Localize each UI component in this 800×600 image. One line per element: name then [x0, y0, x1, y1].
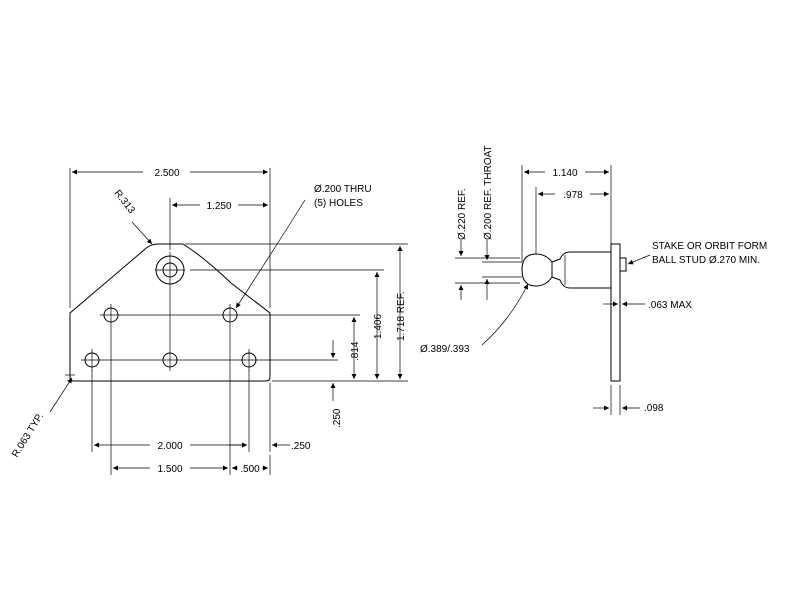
dim-hole-offset: 1.250	[206, 201, 231, 212]
side-plate	[610, 243, 621, 382]
side-extension-lines	[455, 165, 621, 415]
side-dimension-lines	[458, 169, 651, 411]
front-view: 2.500 1.250 R.313 Ø.200 THRU (5) HOLES .…	[10, 168, 408, 475]
side-view: 1.140 .978 Ø.220 REF. Ø.200 REF. THROAT …	[420, 145, 767, 415]
extension-lines	[69, 168, 408, 475]
dimension-lines	[49, 169, 403, 471]
dim-offset-250: .250	[291, 441, 311, 452]
ball	[521, 253, 553, 287]
label-throat-ref: Ø.200 REF. THROAT	[483, 145, 494, 240]
dim-span-2000: 2.000	[157, 441, 182, 452]
dim-stud-length: 1.140	[552, 168, 577, 179]
dim-offset-500: .500	[240, 464, 260, 475]
label-fillet: R.063 TYP.	[10, 411, 46, 459]
label-ball-diameter: Ø.389/.393	[420, 344, 470, 355]
dim-height-814: .814	[350, 341, 361, 361]
dim-plate-thickness: .098	[644, 403, 664, 414]
label-hole-note-line1: Ø.200 THRU	[314, 184, 372, 195]
label-stake-note-line1: STAKE OR ORBIT FORM	[652, 241, 767, 252]
dim-vertical-250: .250	[332, 408, 343, 428]
label-stake-note-line2: BALL STUD Ø.270 MIN.	[652, 255, 760, 266]
dim-height-1718-ref: 1.718 REF.	[396, 292, 407, 341]
staked-head	[619, 257, 627, 272]
dim-overall-width: 2.500	[154, 168, 179, 179]
dim-shoulder-length: .978	[563, 190, 583, 201]
dim-height-1406: 1.406	[373, 314, 384, 339]
label-corner-radius: R.313	[112, 188, 137, 216]
dim-span-1500: 1.500	[157, 464, 182, 475]
label-hole-note-line2: (5) HOLES	[314, 198, 363, 209]
plate-outline	[69, 243, 271, 382]
label-ball-ref: Ø.220 REF.	[457, 188, 468, 240]
stud-body	[551, 251, 611, 289]
dim-max-thickness: .063 MAX	[648, 300, 692, 311]
